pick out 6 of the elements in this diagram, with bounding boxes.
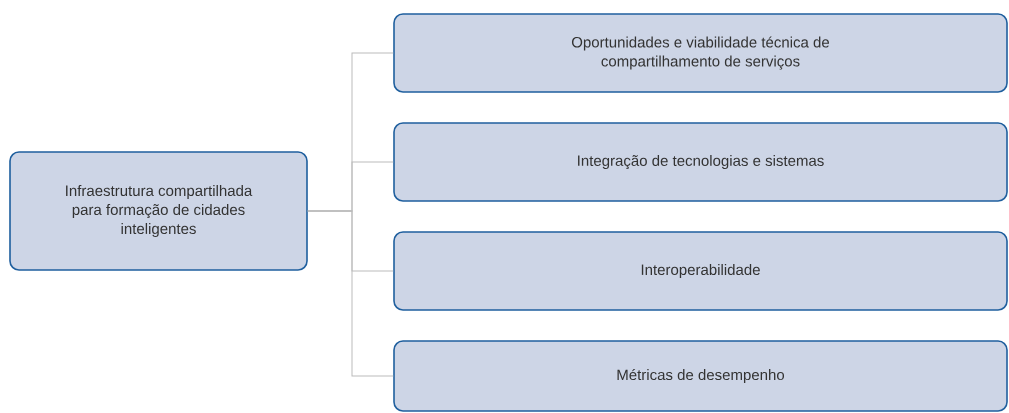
subtopic-box: Oportunidades e viabilidade técnica de compartilhamento de serviços: [393, 13, 1008, 93]
subtopic-box: Interoperabilidade: [393, 231, 1008, 311]
topic-box: Infraestrutura compartilhada para formação de cidades inteligentes: [9, 151, 308, 271]
connector-line: [307, 210, 394, 377]
subtopic-box: Métricas de desempenho: [393, 340, 1008, 412]
subtopic-box: Integração de tecnologias e sistemas: [393, 122, 1008, 202]
